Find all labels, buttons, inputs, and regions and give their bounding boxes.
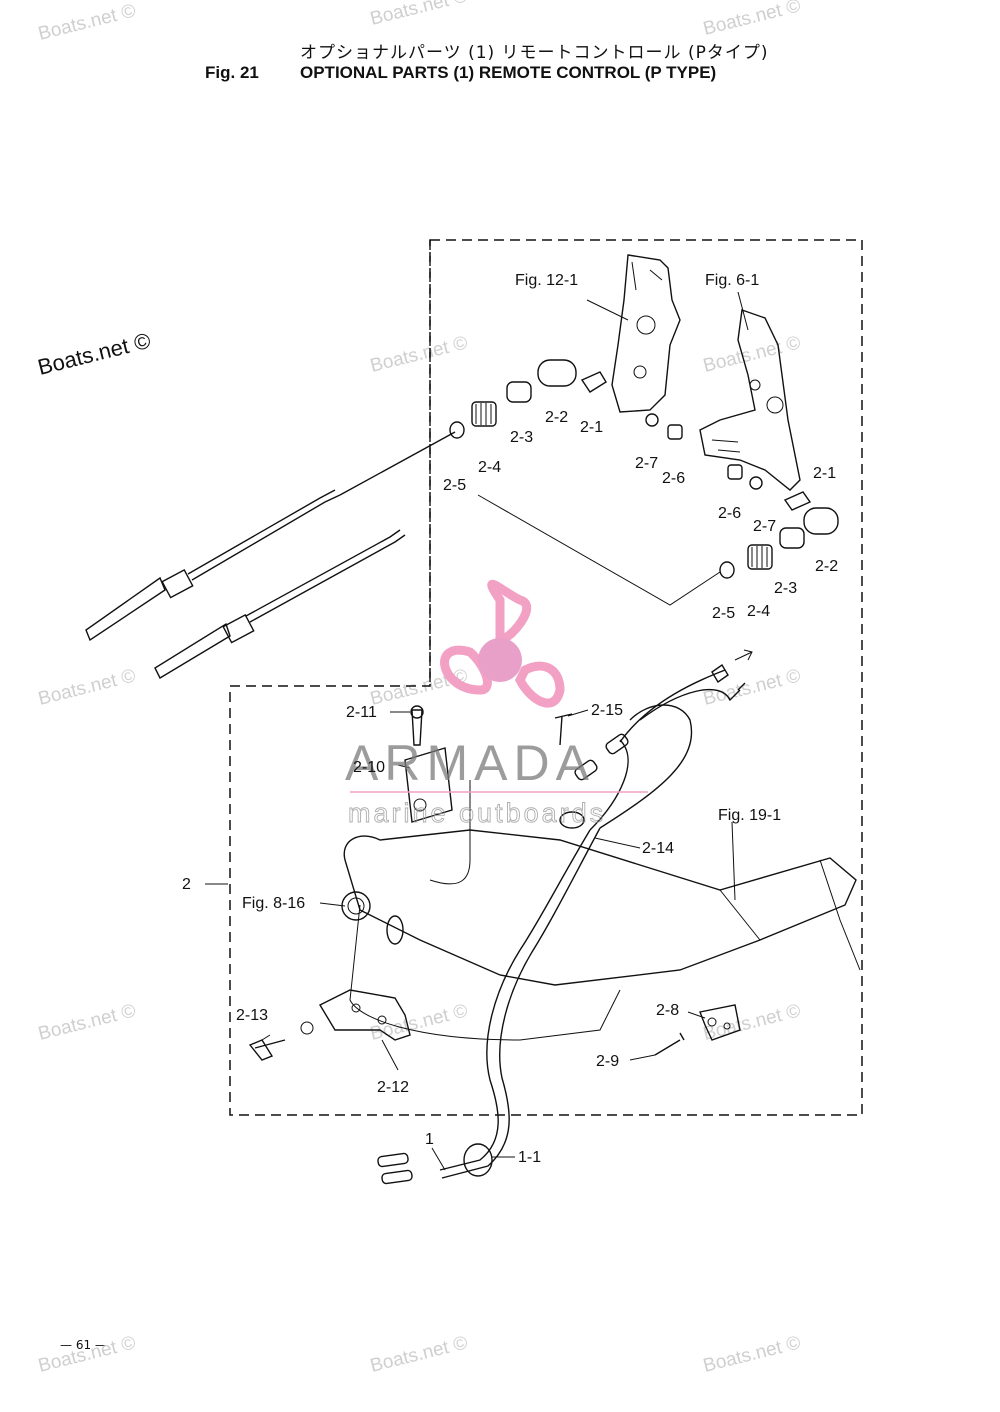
watermark: Boats.net © (36, 0, 138, 44)
label-2-7: 2-7 (635, 455, 658, 472)
leader-lines (205, 291, 749, 1171)
watermark: Boats.net © (36, 1000, 138, 1044)
label-2-15: 2-15 (591, 702, 623, 719)
label-1: 1 (425, 1131, 434, 1148)
watermark: Boats.net © (701, 0, 803, 40)
brand-name: ARMADA (345, 735, 595, 791)
watermark: Boats.net © (368, 665, 470, 709)
remote-control-cables (85, 431, 721, 679)
watermark: Boats.net © (368, 0, 470, 30)
label-2-2-right: 2-2 (815, 558, 838, 575)
label-2-9: 2-9 (596, 1053, 619, 1070)
watermarks: Boats.net © Boats.net © Boats.net © Boat… (35, 0, 803, 1377)
label-2-3-right: 2-3 (774, 580, 797, 597)
label-2-5-right: 2-5 (712, 605, 735, 622)
label-1-1: 1-1 (518, 1149, 541, 1166)
title-english: OPTIONAL PARTS (1) REMOTE CONTROL (P TYP… (300, 63, 717, 82)
cable-joint-set-a (449, 359, 683, 440)
label-fig19-1: Fig. 19-1 (718, 807, 781, 824)
label-2-1-right: 2-1 (813, 465, 836, 482)
bracket-fig6-1 (699, 309, 801, 491)
label-2-12: 2-12 (377, 1079, 409, 1096)
watermark: Boats.net © (701, 665, 803, 709)
label-2-5: 2-5 (443, 477, 466, 494)
title-japanese: オプショナルパーツ (1) リモートコントロール (Pタイプ) (300, 43, 769, 63)
page-number: — 61 — (60, 1338, 107, 1352)
label-2-1: 2-1 (580, 419, 603, 436)
assembly-boundary (229, 239, 863, 1116)
watermark: Boats.net © (368, 1332, 470, 1376)
armada-logo (440, 579, 565, 708)
label-fig6-1: Fig. 6-1 (705, 272, 759, 289)
logo-hub (478, 638, 522, 682)
label-2-4-right: 2-4 (747, 603, 770, 620)
label-2-4: 2-4 (478, 459, 501, 476)
label-2-10: 2-10 (353, 759, 385, 776)
lower-assembly (248, 649, 861, 1185)
label-2-6-right: 2-6 (718, 505, 741, 522)
label-2-2: 2-2 (545, 409, 568, 426)
logo-blade-top (487, 579, 532, 645)
label-2-7-right: 2-7 (753, 518, 776, 535)
label-2-3: 2-3 (510, 429, 533, 446)
label-2-6: 2-6 (662, 470, 685, 487)
label-2-8: 2-8 (656, 1002, 679, 1019)
watermark: Boats.net © (701, 1332, 803, 1376)
watermark: Boats.net © (36, 665, 138, 709)
watermark: Boats.net © (368, 332, 470, 376)
figure-number: Fig. 21 (205, 63, 259, 82)
watermark-dark: Boats.net © (35, 328, 153, 380)
watermark: Boats.net © (701, 332, 803, 376)
label-2-13: 2-13 (236, 1007, 268, 1024)
brand-tagline: marine outboards (348, 798, 606, 828)
label-2-14: 2-14 (642, 840, 674, 857)
watermark: Boats.net © (36, 1332, 138, 1376)
bracket-fig12-1 (611, 254, 681, 413)
part-labels: Fig. 12-1 Fig. 6-1 2-2 2-1 2-3 2-7 2-6 2… (182, 272, 838, 1166)
label-2-11: 2-11 (346, 704, 377, 721)
logo-blade-right (514, 661, 565, 708)
cable-joint-set-b (719, 464, 839, 579)
label-fig12-1: Fig. 12-1 (515, 272, 578, 289)
label-2: 2 (182, 876, 191, 893)
label-fig8-16: Fig. 8-16 (242, 895, 305, 912)
